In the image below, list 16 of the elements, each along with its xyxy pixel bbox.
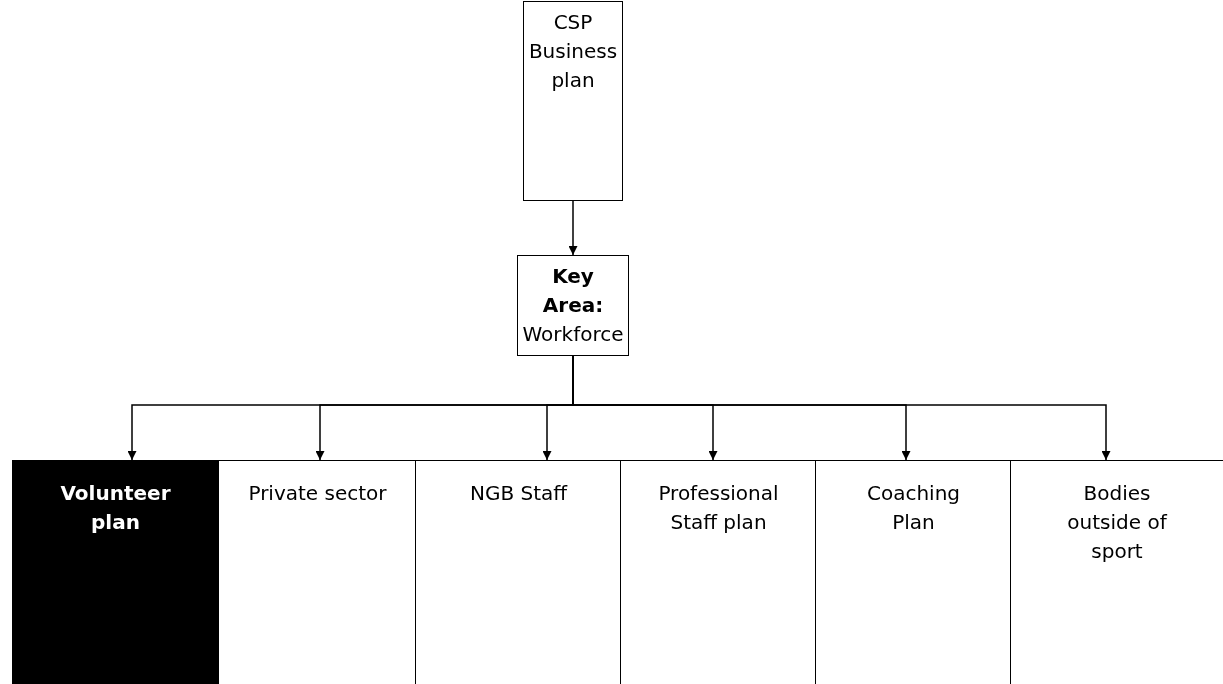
arrow xyxy=(568,200,578,256)
box-label: NGB Staff xyxy=(468,480,569,507)
process-box xyxy=(815,460,1011,684)
process-box xyxy=(415,460,621,684)
box-label: Coaching Plan xyxy=(865,480,962,536)
box-label: Bodies outside of sport xyxy=(1066,480,1169,565)
process-box xyxy=(523,1,623,201)
process-box xyxy=(620,460,816,684)
box-label: Private sector xyxy=(247,480,388,507)
box-label: Professional Staff plan xyxy=(657,480,780,536)
process-box xyxy=(12,460,219,684)
process-box xyxy=(517,255,629,356)
box-label: Volunteer plan xyxy=(59,480,172,536)
box-label: CSP Business plan xyxy=(527,9,619,94)
box-label: Key Area: Workforce xyxy=(521,263,625,348)
process-box xyxy=(1010,460,1223,684)
